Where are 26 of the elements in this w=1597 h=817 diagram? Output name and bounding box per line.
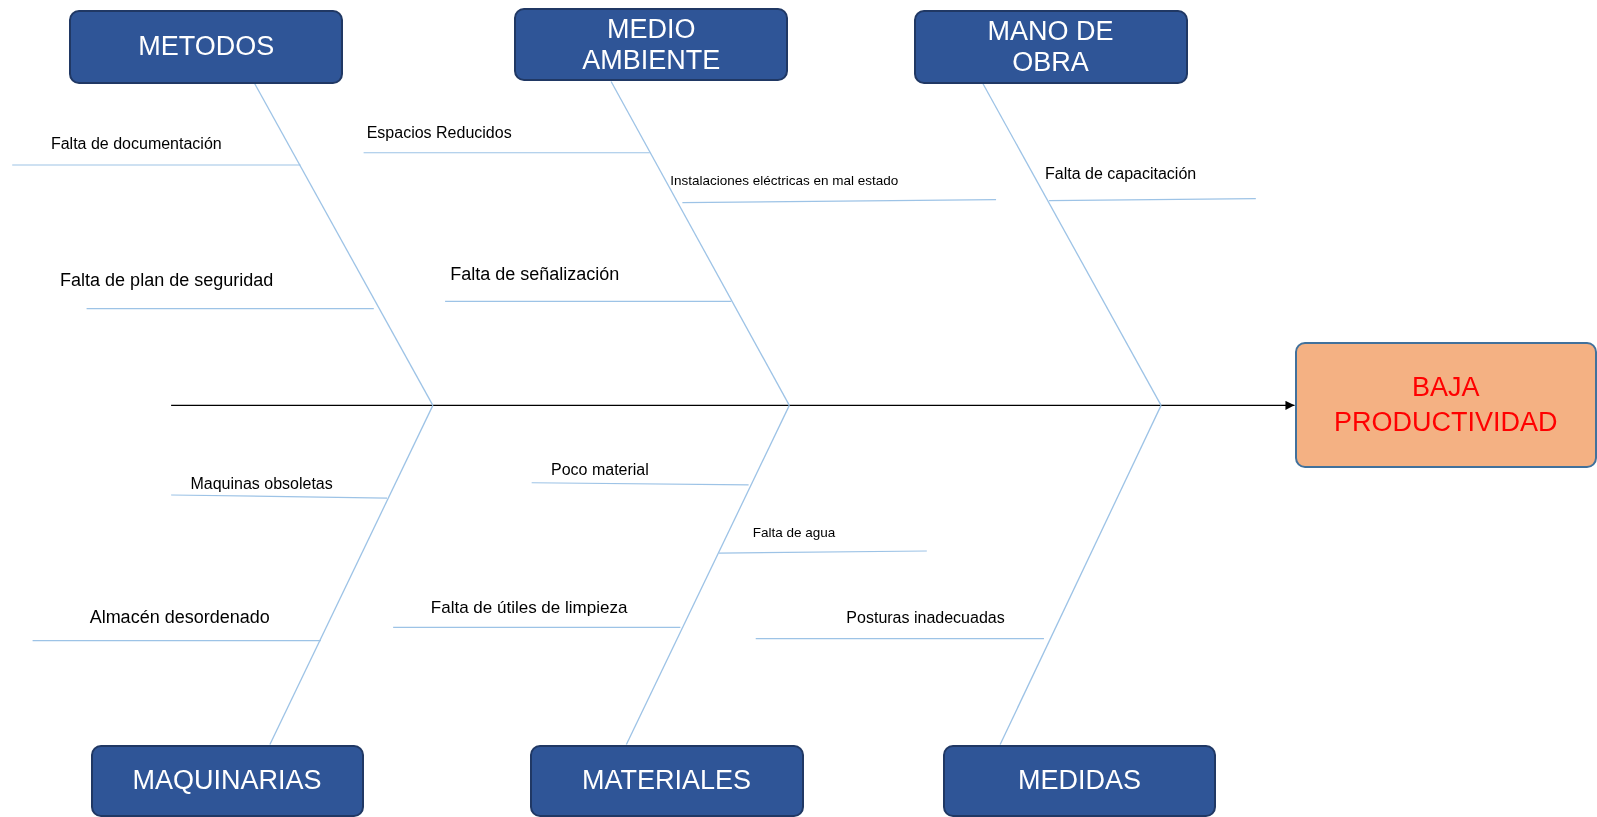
spine-arrow — [170, 400, 1296, 410]
bone-line — [610, 80, 790, 406]
cause-label: Falta de capacitación — [1044, 165, 1197, 183]
bone-line — [269, 404, 434, 746]
cause-label: Almacén desordenado — [89, 607, 270, 628]
cause-label: Instalaciones eléctricas en mal estado — [670, 173, 899, 189]
category-box: METODOS — [69, 10, 344, 84]
category-box: MAQUINARIAS — [90, 744, 364, 817]
cause-label: Falta de útiles de limpieza — [430, 597, 628, 618]
cause-label: Posturas inadecuadas — [846, 609, 1005, 628]
category-box: MANO DE OBRA — [913, 10, 1188, 84]
bone-line — [253, 82, 434, 406]
cause-label: Falta de señalización — [450, 263, 620, 285]
effect-box: BAJA PRODUCTIVIDAD — [1294, 342, 1597, 469]
cause-label: Maquinas obsoletas — [190, 474, 333, 493]
category-box: MEDIDAS — [943, 744, 1217, 817]
cause-label: Falta de agua — [752, 524, 836, 540]
cause-label: Falta de documentación — [50, 135, 222, 154]
category-box: MEDIO AMBIENTE — [514, 8, 789, 82]
bone-line — [982, 82, 1162, 406]
cause-label: Falta de plan de seguridad — [60, 269, 274, 291]
cause-label: Poco material — [551, 461, 649, 480]
bone-line — [999, 404, 1162, 746]
cause-label: Espacios Reducidos — [366, 124, 512, 143]
bone-line — [625, 404, 790, 746]
category-box: MATERIALES — [529, 744, 804, 817]
